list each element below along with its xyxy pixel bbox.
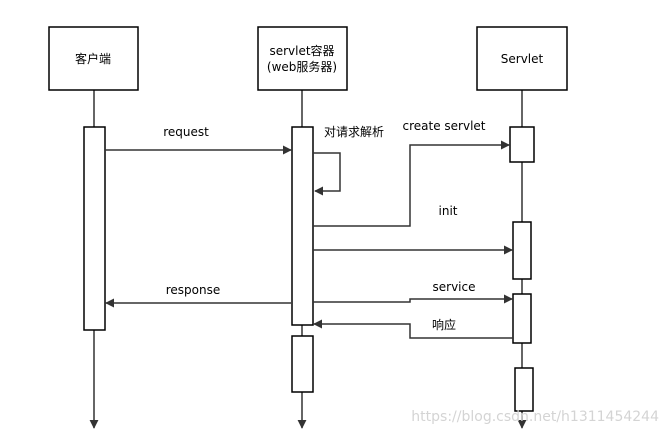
servlet-participant: Servlet (476, 26, 568, 91)
init-label: init (439, 204, 458, 218)
container-label-line2: (web服务器) (267, 59, 337, 74)
container-participant: servlet容器 (web服务器) (257, 26, 348, 91)
container-label-line1: servlet容器 (269, 43, 334, 58)
create-servlet-arrow (313, 140, 510, 227)
servlet-activation-init (512, 221, 532, 280)
client-participant: 客户端 (48, 26, 139, 91)
servlet-activation-service (512, 293, 532, 344)
client-label: 客户端 (75, 51, 111, 66)
servlet-activation-lower (514, 367, 534, 412)
response-label: response (166, 283, 221, 297)
client-activation (83, 126, 106, 331)
parse-self-arrow (313, 152, 341, 196)
servlet-activation-create (509, 126, 535, 163)
container-activation-lower (291, 335, 314, 393)
watermark-text: https://blog.csdn.net/h1311454244 (411, 409, 659, 425)
respond-arrow (313, 319, 513, 339)
service-arrow (313, 294, 513, 304)
servlet-label: Servlet (501, 52, 544, 66)
service-label: service (433, 280, 476, 294)
container-activation-main (291, 126, 314, 326)
create-servlet-label: create servlet (403, 119, 486, 133)
request-label: request (163, 125, 209, 139)
respond-label: 响应 (432, 317, 456, 332)
parse-label: 对请求解析 (324, 125, 384, 139)
